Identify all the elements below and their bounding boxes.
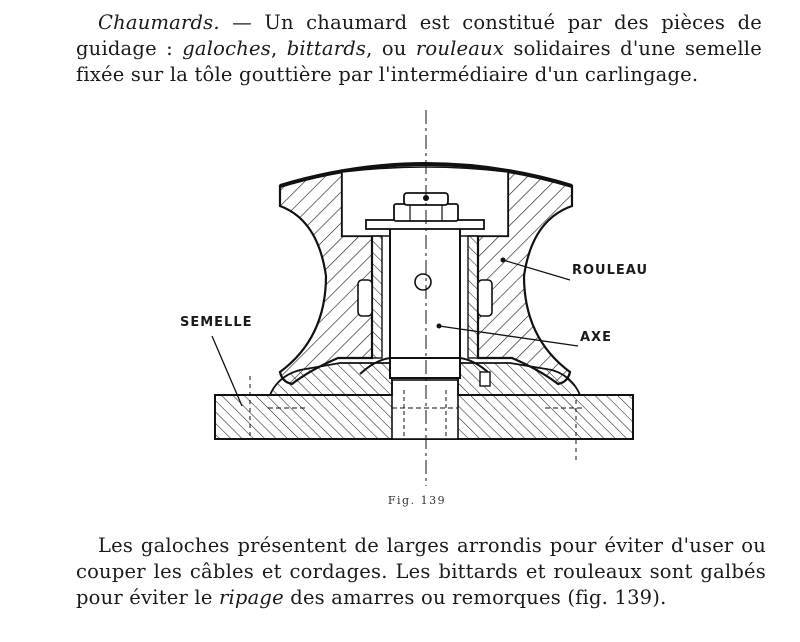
leader-axe [438, 325, 579, 347]
intro-text: — Un chaumard est constitué par des pièc… [76, 11, 762, 60]
separator-1: , [270, 37, 287, 60]
figure-caption: Fig. 139 [387, 494, 447, 507]
bushing-right [467, 235, 479, 359]
base-plate [214, 376, 634, 460]
intro-paragraph: Chaumards. — Un chaumard est constitué p… [76, 10, 762, 88]
axle [359, 227, 491, 387]
term-galoches: galoches [182, 37, 271, 60]
explanation-text-after: des amarres ou remorques (fig. 139). [283, 586, 667, 609]
leader-semelle [211, 335, 243, 407]
label-rouleau: ROULEAU [572, 263, 648, 278]
separator-2: , ou [366, 37, 416, 60]
term-chaumards: Chaumards. [98, 11, 220, 34]
term-bittards: bittards [286, 37, 367, 60]
term-ripage: ripage [218, 586, 284, 609]
explanation-text-before: Les galoches présentent de larges arrond… [76, 534, 766, 609]
chaumard-figure: ROULEAU AXE SEMELLE [180, 110, 648, 486]
explanation-paragraph: Les galoches présentent de larges arrond… [76, 533, 766, 611]
label-axe: AXE [580, 330, 612, 345]
leader-rouleau [502, 259, 571, 281]
label-semelle: SEMELLE [180, 315, 253, 330]
term-rouleaux: rouleaux [415, 37, 505, 60]
bushing-left [371, 235, 383, 359]
intro-rest: solidaires d'une semelle fixée sur la tô… [76, 37, 762, 86]
